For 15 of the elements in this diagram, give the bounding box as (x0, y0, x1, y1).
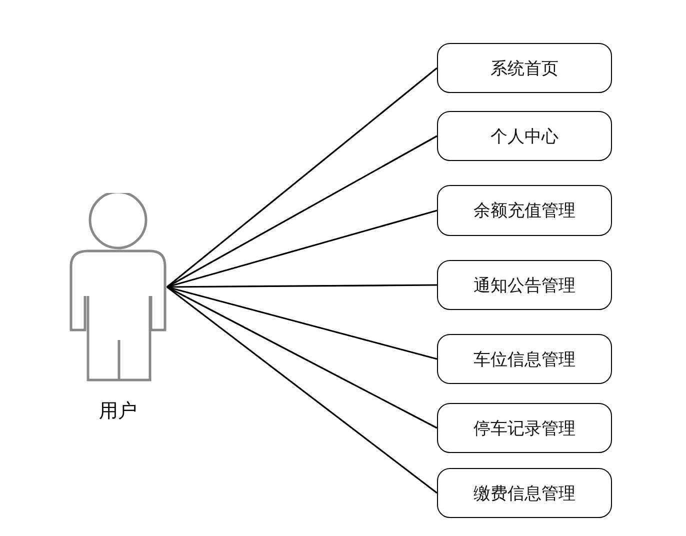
association-line (167, 284, 437, 288)
association-line (166, 286, 438, 360)
association-line (166, 286, 438, 429)
association-line (166, 135, 438, 288)
use-case-box: 停车记录管理 (437, 403, 612, 453)
use-case-box: 余额充值管理 (437, 185, 612, 236)
association-line (166, 210, 438, 288)
use-case-box: 系统首页 (437, 43, 612, 93)
use-case-box: 车位信息管理 (437, 334, 612, 384)
association-line (166, 67, 438, 288)
actor-label: 用户 (98, 399, 138, 424)
association-line (166, 286, 438, 494)
use-case-box: 个人中心 (437, 111, 612, 161)
use-case-box: 通知公告管理 (437, 260, 612, 310)
use-case-box: 缴费信息管理 (437, 468, 612, 518)
